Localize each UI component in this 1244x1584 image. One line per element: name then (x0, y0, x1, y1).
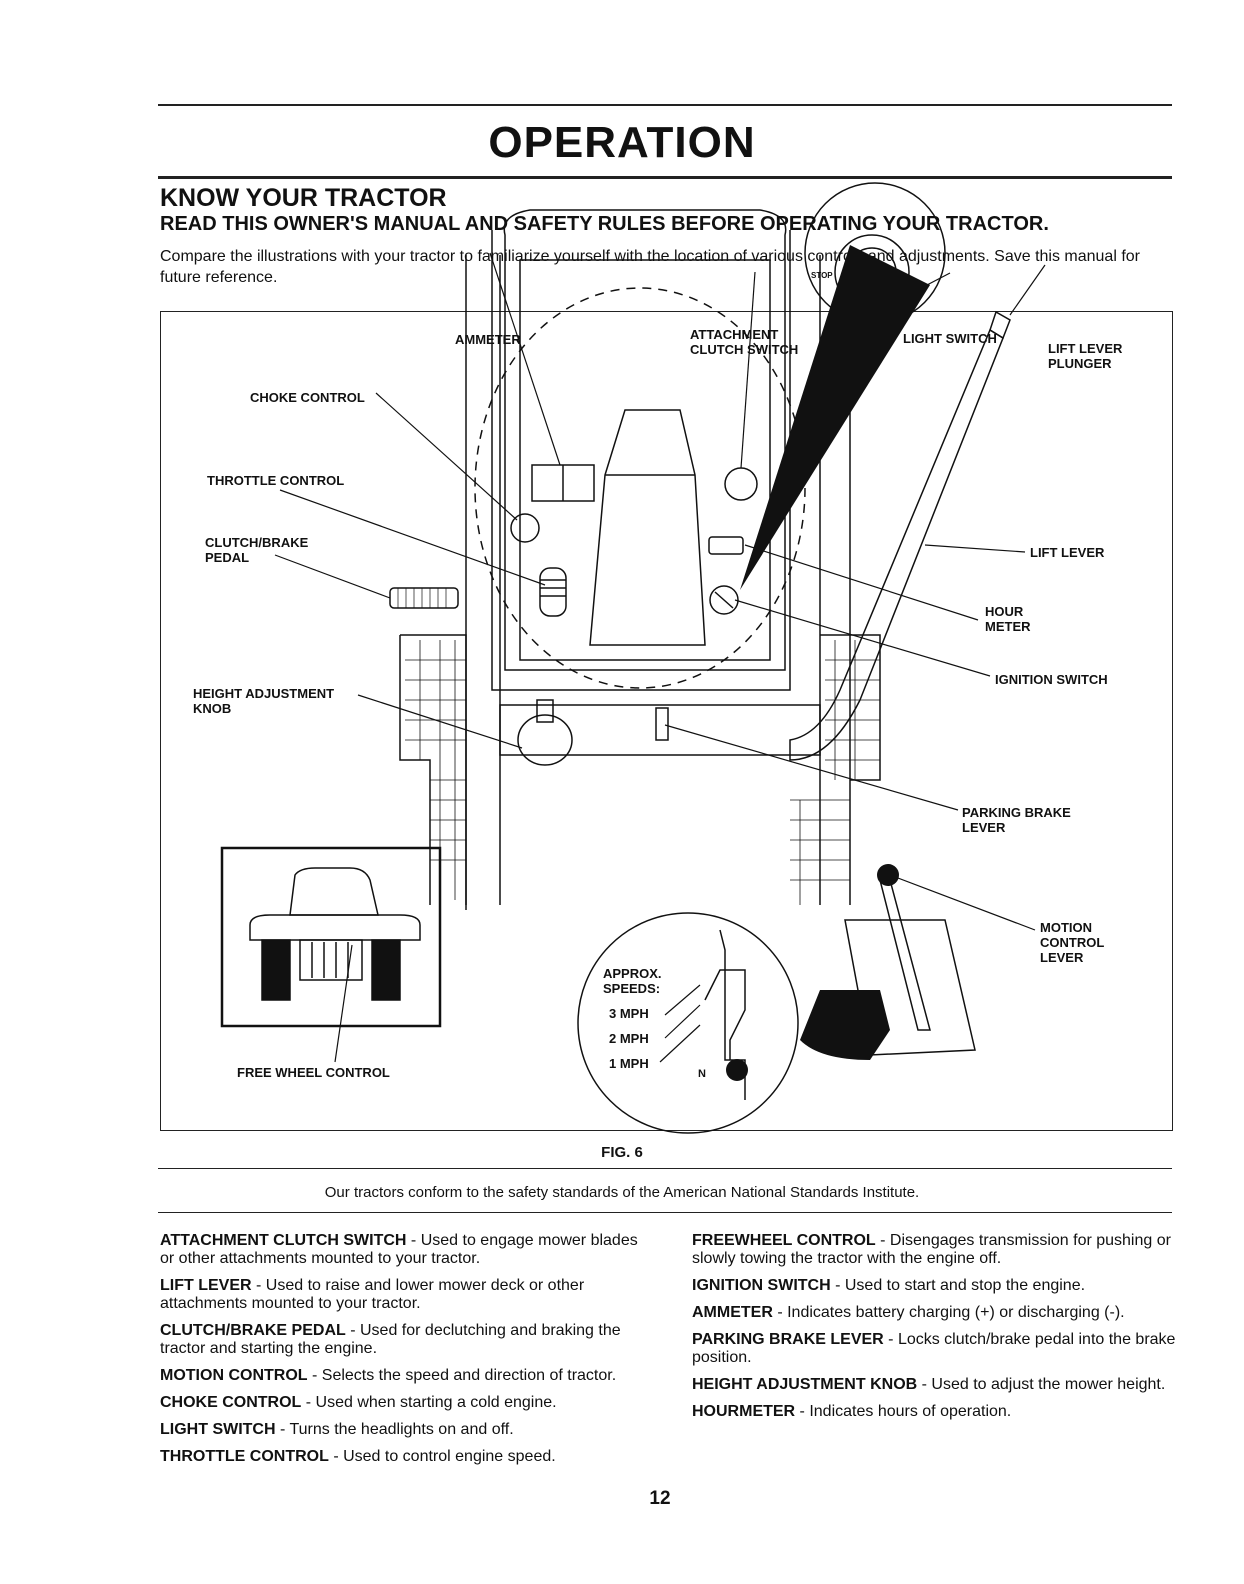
label-free-wheel-control: FREE WHEEL CONTROL (237, 1065, 390, 1080)
label-hour-meter: HOUR METER (985, 604, 1031, 634)
label-2mph: 2 MPH (609, 1031, 649, 1046)
top-rule (158, 104, 1172, 106)
page-number: 12 (649, 1488, 671, 1509)
label-throttle-control: THROTTLE CONTROL (207, 473, 345, 488)
label-attachment-clutch-switch: ATTACHMENT CLUTCH SWITCH (690, 327, 799, 357)
intro-paragraph: Compare the illustrations with your trac… (160, 248, 1140, 286)
label-choke-control: CHOKE CONTROL (250, 390, 365, 405)
label-light-switch: LIGHT SWITCH (903, 331, 997, 346)
desc-ammeter: AMMETER - Indicates battery charging (+)… (692, 1304, 1125, 1321)
label-ignition-switch: IGNITION SWITCH (995, 672, 1108, 687)
label-height-adjustment-knob: HEIGHT ADJUSTMENT KNOB (193, 686, 335, 716)
caption-rule (158, 1168, 1172, 1169)
label-motion-control-lever: MOTION CONTROL LEVER (1040, 920, 1105, 965)
subheading: READ THIS OWNER'S MANUAL AND SAFETY RULE… (160, 213, 1049, 235)
label-parking-brake-lever: PARKING BRAKE LEVER (962, 805, 1071, 835)
desc-clutch-brake-pedal: CLUTCH/BRAKE PEDAL - Used for declutchin… (160, 1322, 621, 1357)
label-lift-lever: LIFT LEVER (1030, 545, 1105, 560)
desc-light-switch: LIGHT SWITCH - Turns the headlights on a… (160, 1421, 514, 1438)
label-3mph: 3 MPH (609, 1006, 649, 1021)
standards-note: Our tractors conform to the safety stand… (324, 1184, 920, 1201)
label-neutral: N (698, 1068, 706, 1080)
title-rule (158, 176, 1172, 179)
label-1mph: 1 MPH (609, 1056, 649, 1071)
desc-choke-control: CHOKE CONTROL - Used when starting a col… (160, 1394, 557, 1411)
desc-freewheel-control: FREEWHEEL CONTROL - Disengages transmiss… (692, 1232, 1171, 1267)
descriptions-left: ATTACHMENT CLUTCH SWITCH - Used to engag… (160, 1232, 640, 1475)
label-lift-lever-plunger: LIFT LEVER PLUNGER (1048, 341, 1123, 371)
desc-hourmeter: HOURMETER - Indicates hours of operation… (692, 1403, 1012, 1420)
desc-motion-control: MOTION CONTROL - Selects the speed and d… (160, 1367, 617, 1384)
section-heading: KNOW YOUR TRACTOR (160, 184, 447, 212)
desc-height-adjustment-knob: HEIGHT ADJUSTMENT KNOB - Used to adjust … (692, 1376, 1166, 1393)
label-stop: STOP (811, 271, 833, 280)
figure-caption: FIG. 6 (601, 1144, 643, 1161)
standards-rule (158, 1212, 1172, 1213)
desc-lift-lever: LIFT LEVER - Used to raise and lower mow… (160, 1277, 585, 1312)
label-clutch-brake-pedal: CLUTCH/BRAKE PEDAL (205, 535, 309, 565)
desc-ignition-switch: IGNITION SWITCH - Used to start and stop… (692, 1277, 1086, 1294)
descriptions-right: FREEWHEEL CONTROL - Disengages transmiss… (692, 1232, 1176, 1430)
desc-parking-brake-lever: PARKING BRAKE LEVER - Locks clutch/brake… (692, 1331, 1176, 1366)
desc-throttle-control: THROTTLE CONTROL - Used to control engin… (160, 1448, 556, 1465)
label-ammeter: AMMETER (455, 332, 521, 347)
label-approx-speeds: APPROX. SPEEDS: (603, 966, 662, 996)
page-title: OPERATION (488, 118, 756, 167)
desc-attachment-clutch-switch: ATTACHMENT CLUTCH SWITCH - Used to engag… (160, 1232, 638, 1267)
